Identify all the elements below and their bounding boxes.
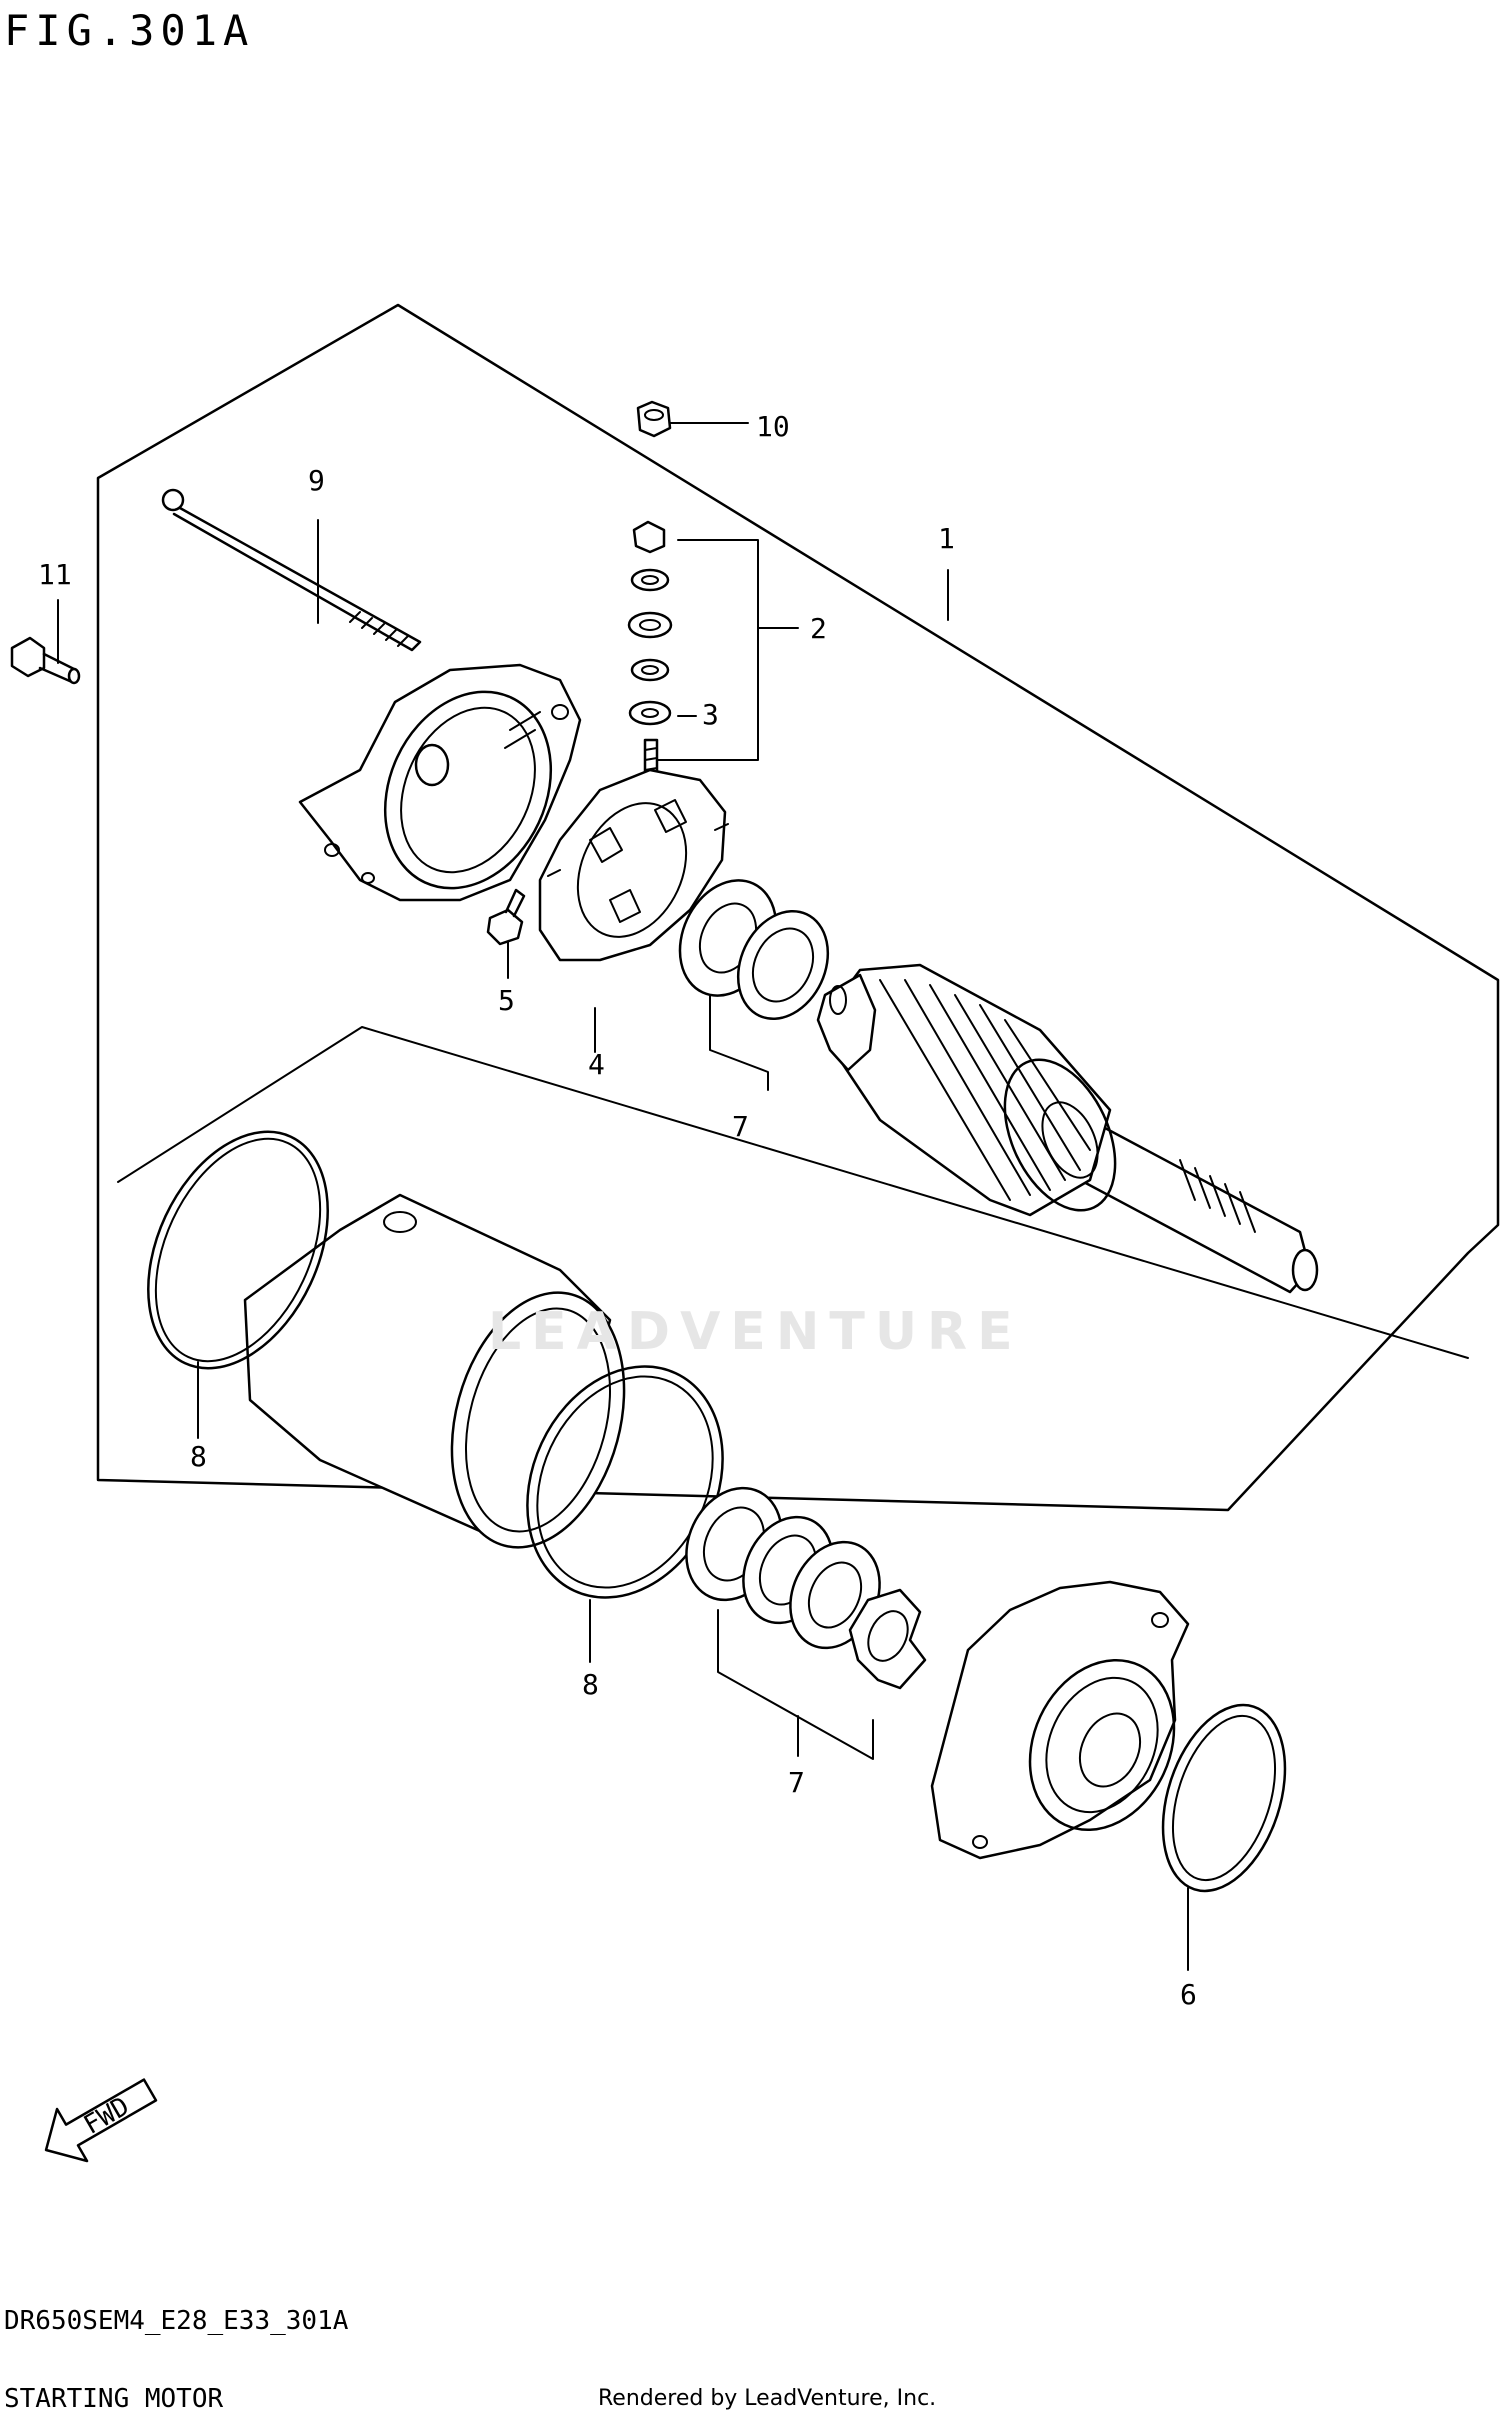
terminal-clip bbox=[486, 888, 526, 946]
rendered-by-credit: Rendered by LeadVenture, Inc. bbox=[598, 2386, 937, 2411]
callout-3: 3 bbox=[702, 698, 719, 731]
o-ring-front bbox=[1161, 1703, 1287, 1893]
armature bbox=[816, 963, 1319, 1294]
watermark: LEADVENTURE bbox=[488, 1302, 1023, 1362]
callout-2: 2 bbox=[810, 612, 827, 645]
callout-10: 10 bbox=[756, 410, 790, 443]
bolt bbox=[10, 636, 81, 685]
callout-8-lower: 8 bbox=[582, 1668, 599, 1701]
o-ring-front-inner bbox=[1171, 1714, 1277, 1882]
yoke bbox=[243, 1193, 626, 1549]
end-cover bbox=[298, 663, 582, 902]
callout-9: 9 bbox=[308, 464, 325, 497]
callout-4: 4 bbox=[588, 1048, 605, 1081]
fwd-arrow: FWD bbox=[44, 2078, 158, 2163]
callout-5: 5 bbox=[498, 984, 515, 1017]
assembly-outline-box bbox=[96, 303, 1500, 1512]
callout-1: 1 bbox=[938, 522, 955, 555]
assembly-inner-divider bbox=[117, 1026, 1469, 1359]
callout-6: 6 bbox=[1180, 1978, 1197, 2011]
o-ring-upper bbox=[147, 1130, 329, 1370]
o-ring-upper-inner bbox=[154, 1137, 322, 1363]
washer-stack bbox=[627, 520, 673, 792]
washers-upper bbox=[678, 879, 830, 1021]
callout-7-lower: 7 bbox=[788, 1766, 805, 1799]
washers-lower bbox=[685, 1486, 927, 1690]
brush-holder bbox=[538, 768, 729, 962]
callout-labels: 1 2 3 4 5 6 7 7 8 8 9 10 11 bbox=[38, 410, 1197, 2011]
through-bolt bbox=[161, 488, 422, 652]
leader-lines bbox=[57, 422, 1189, 1971]
section-name: STARTING MOTOR bbox=[4, 2384, 224, 2414]
callout-11: 11 bbox=[38, 558, 72, 591]
callout-7-upper: 7 bbox=[732, 1110, 749, 1143]
figure-title: FIG.301A bbox=[4, 6, 255, 55]
front-housing bbox=[930, 1580, 1190, 1860]
model-code: DR650SEM4_E28_E33_301A bbox=[4, 2306, 349, 2336]
nut bbox=[636, 400, 672, 438]
callout-8-upper: 8 bbox=[190, 1440, 207, 1473]
